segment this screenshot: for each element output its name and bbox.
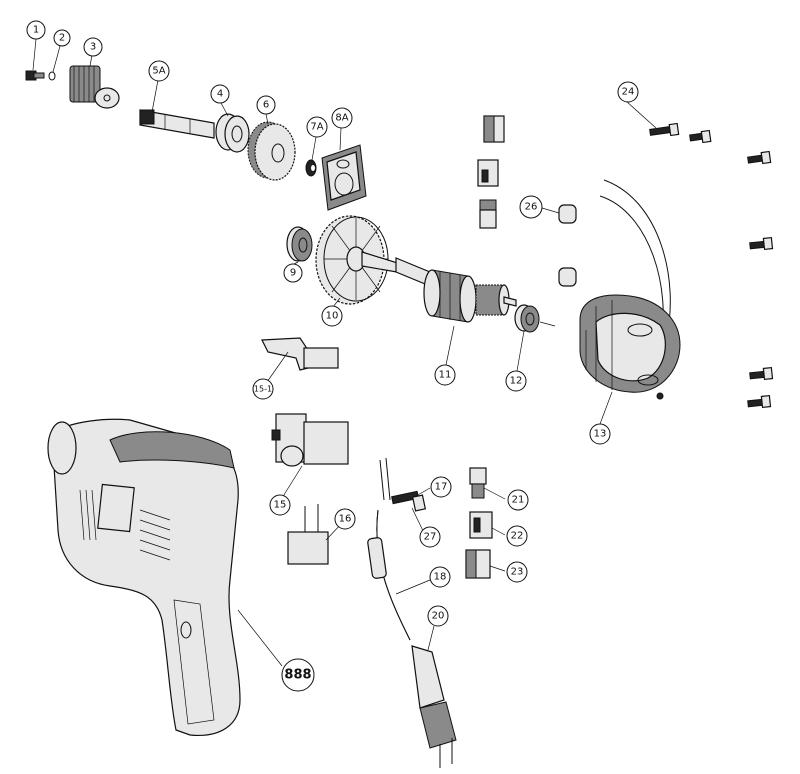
callout-17-label: 17: [435, 482, 448, 493]
part-screw-17: [391, 490, 427, 512]
part-bearing-4: [215, 113, 250, 153]
part-ring-7a: [305, 159, 317, 177]
callout-15-1: 15-1: [252, 378, 274, 400]
part-capacitor-16: [287, 504, 329, 565]
part-cap-23: [465, 549, 491, 579]
callout-24: 24: [617, 81, 639, 103]
callout-11-label: 11: [439, 370, 452, 381]
callout-26: 26: [519, 195, 543, 219]
callout-5a-label: 5A: [152, 66, 165, 77]
callout-13-label: 13: [594, 429, 607, 440]
part-brush-26: [558, 204, 577, 224]
callout-23-label: 23: [511, 567, 524, 578]
part-armature-11: [395, 257, 517, 323]
callout-11: 11: [434, 364, 456, 386]
callout-20-label: 20: [432, 611, 445, 622]
callout-15-1-label: 15-1: [254, 385, 272, 394]
callout-8a: 8A: [331, 107, 353, 129]
part-housing-888: [47, 418, 241, 737]
callout-15-label: 15: [274, 500, 287, 511]
callout-7a-label: 7A: [310, 122, 323, 133]
callout-20: 20: [427, 605, 449, 627]
callout-16: 16: [334, 508, 356, 530]
callout-12: 12: [505, 370, 527, 392]
callout-24-label: 24: [622, 87, 635, 98]
part-cord-18: [367, 457, 411, 641]
callout-21: 21: [507, 489, 529, 511]
callout-23: 23: [506, 561, 528, 583]
part-screw-1: [25, 70, 45, 81]
callout-6: 6: [256, 95, 276, 115]
callout-4: 4: [210, 84, 230, 104]
callout-4-label: 4: [217, 89, 223, 100]
part-gear-6: [247, 121, 296, 181]
part-plug-20: [411, 645, 457, 768]
callout-17: 17: [430, 476, 452, 498]
part-brush-top: [479, 199, 497, 229]
callout-10: 10: [321, 305, 343, 327]
callout-3-label: 3: [90, 42, 96, 53]
callout-888: 888: [281, 658, 315, 692]
part-brush-21: [469, 467, 487, 499]
callout-12-label: 12: [510, 376, 523, 387]
callout-2-label: 2: [59, 33, 65, 44]
callout-1: 1: [26, 20, 46, 40]
callout-10-label: 10: [326, 311, 339, 322]
callout-6-label: 6: [263, 100, 269, 111]
callout-18-label: 18: [434, 572, 447, 583]
callout-18: 18: [429, 566, 451, 588]
callout-9: 9: [283, 263, 303, 283]
callout-22: 22: [506, 525, 528, 547]
part-stator-13: [579, 179, 681, 400]
part-bearing-9: [286, 226, 313, 262]
part-bearing-12: [514, 304, 556, 333]
part-brush-holder-top: [477, 159, 499, 187]
callout-3: 3: [83, 37, 103, 57]
part-brush-26b: [558, 267, 577, 287]
callout-2: 2: [53, 29, 71, 47]
part-chuck-3: [69, 65, 120, 109]
part-lever-15-1: [261, 337, 339, 371]
callout-27-label: 27: [424, 532, 437, 543]
part-spindle-5a: [139, 109, 215, 139]
callout-16-label: 16: [339, 514, 352, 525]
callout-8a-label: 8A: [335, 113, 348, 124]
callout-26-label: 26: [525, 202, 538, 213]
part-screws-24: [649, 122, 774, 409]
part-plate-8a: [321, 144, 367, 211]
callout-22-label: 22: [511, 531, 524, 542]
callout-7a: 7A: [306, 116, 328, 138]
part-switch-15: [271, 413, 349, 467]
callout-21-label: 21: [512, 495, 525, 506]
part-washer-2: [48, 71, 56, 81]
callout-13: 13: [589, 423, 611, 445]
callout-9-label: 9: [290, 268, 296, 279]
callout-888-label: 888: [284, 668, 311, 683]
part-brush-cap-top: [483, 115, 505, 143]
part-gear-10: [315, 215, 421, 305]
callout-1-label: 1: [33, 25, 39, 36]
callout-15: 15: [269, 494, 291, 516]
callout-27: 27: [419, 526, 441, 548]
callout-5a: 5A: [148, 60, 170, 82]
part-holder-22: [469, 511, 493, 539]
